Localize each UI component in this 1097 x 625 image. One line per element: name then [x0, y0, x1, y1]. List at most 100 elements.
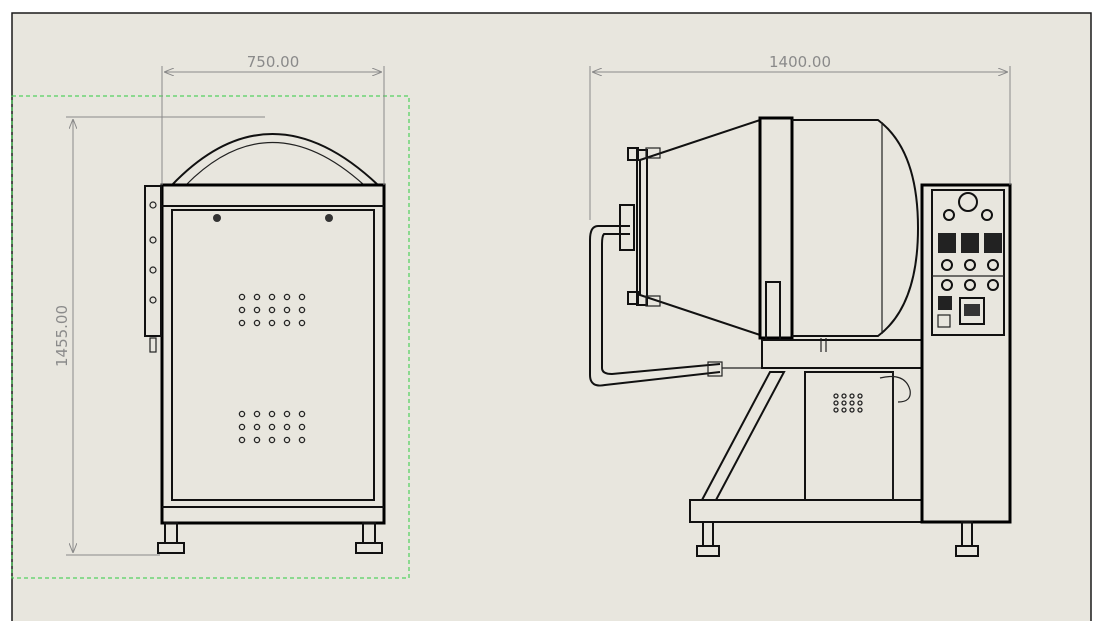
vent-hole — [841, 393, 847, 399]
vent-hole — [268, 423, 276, 431]
vent-hole — [283, 293, 291, 301]
sheet-frame — [11, 12, 1092, 624]
side-switch-2 — [961, 233, 979, 253]
vent-hole — [283, 423, 291, 431]
side-control-panel — [931, 189, 1005, 336]
vent-hole — [857, 407, 863, 413]
side-view[interactable] — [589, 116, 1012, 557]
vent-hole — [253, 436, 261, 444]
front-drum-inner — [185, 142, 365, 186]
vent-hole — [298, 319, 306, 327]
vent-hole — [268, 436, 276, 444]
vent-hole — [833, 407, 839, 413]
dim-text-front-width: 750.00 — [247, 53, 300, 71]
dimension-front-height[interactable]: 1455.00 — [53, 116, 265, 556]
vent-hole — [283, 306, 291, 314]
side-switch-1 — [938, 233, 956, 253]
vent-hole — [283, 319, 291, 327]
side-foot-right — [955, 545, 979, 557]
vent-hole — [238, 293, 246, 301]
front-strip-knob-3 — [149, 266, 157, 274]
vent-hole — [841, 407, 847, 413]
vent-hole — [268, 293, 276, 301]
dimension-front-width[interactable]: 750.00 — [161, 53, 385, 185]
selection-box[interactable] — [11, 95, 410, 579]
vent-hole — [268, 319, 276, 327]
side-vent-grid — [833, 393, 863, 413]
side-motor-pipe — [879, 375, 911, 403]
side-display-unit — [959, 297, 985, 325]
front-screw-right — [325, 214, 333, 222]
side-knob-6 — [987, 279, 999, 291]
side-drum-ring — [758, 116, 794, 340]
side-indicator-lamp-left — [943, 209, 955, 221]
side-hose-coupling — [707, 361, 723, 377]
vent-hole — [253, 319, 261, 327]
side-drum-body — [792, 119, 920, 337]
side-lid-handle — [619, 204, 635, 251]
side-switch-3 — [984, 233, 1002, 253]
side-knob-4 — [941, 279, 953, 291]
side-indicator-lamp-right — [981, 209, 993, 221]
vent-hole — [238, 410, 246, 418]
side-socket — [937, 314, 951, 328]
side-lid-hinge-bottom — [645, 295, 661, 307]
front-door-panel — [171, 209, 375, 501]
side-knob-5 — [964, 279, 976, 291]
side-knob-3 — [987, 259, 999, 271]
vent-hole — [298, 436, 306, 444]
front-strip-plug — [149, 337, 157, 353]
vent-hole — [253, 293, 261, 301]
vent-hole — [298, 423, 306, 431]
vent-hole — [857, 400, 863, 406]
vent-hole — [238, 436, 246, 444]
vent-hole — [283, 410, 291, 418]
vent-hole — [833, 400, 839, 406]
front-screw-left — [213, 214, 221, 222]
vent-hole — [253, 423, 261, 431]
front-side-control-strip — [144, 185, 162, 337]
dimension-side-width[interactable]: 1400.00 — [589, 53, 1011, 220]
side-emergency-stop — [938, 296, 952, 310]
side-pressure-gauge — [958, 192, 978, 212]
vent-hole — [283, 436, 291, 444]
front-strip-knob-4 — [149, 296, 157, 304]
vent-hole — [833, 393, 839, 399]
side-vacuum-hose-inner — [601, 233, 721, 376]
front-view[interactable] — [144, 133, 386, 554]
vent-hole — [849, 407, 855, 413]
front-foot-right — [355, 542, 383, 554]
side-foot-left — [696, 545, 720, 557]
vent-hole — [268, 306, 276, 314]
vent-hole — [298, 306, 306, 314]
vent-hole — [268, 410, 276, 418]
front-cabinet-outer — [160, 183, 386, 525]
dim-text-side-width: 1400.00 — [769, 53, 831, 71]
side-lid-clamp-top — [627, 147, 639, 161]
side-lid-frame — [636, 149, 648, 306]
vent-hole — [857, 393, 863, 399]
front-vent-grid-upper — [238, 293, 306, 327]
front-strip-knob-1 — [149, 201, 157, 209]
vent-hole — [841, 400, 847, 406]
front-drum-outer — [171, 133, 379, 186]
side-lid-clamp-bottom — [627, 291, 639, 305]
vent-hole — [238, 306, 246, 314]
vent-hole — [298, 410, 306, 418]
front-vent-grid-lower — [238, 410, 306, 444]
side-knob-1 — [941, 259, 953, 271]
dim-text-front-height: 1455.00 — [53, 305, 71, 367]
front-foot-left — [157, 542, 185, 554]
vent-hole — [238, 423, 246, 431]
side-knob-2 — [964, 259, 976, 271]
vent-hole — [253, 306, 261, 314]
vent-hole — [849, 400, 855, 406]
side-display-screen — [964, 304, 980, 316]
vent-hole — [238, 319, 246, 327]
vent-hole — [849, 393, 855, 399]
vent-hole — [253, 410, 261, 418]
vent-hole — [298, 293, 306, 301]
side-vacuum-hose-outer — [589, 225, 721, 387]
